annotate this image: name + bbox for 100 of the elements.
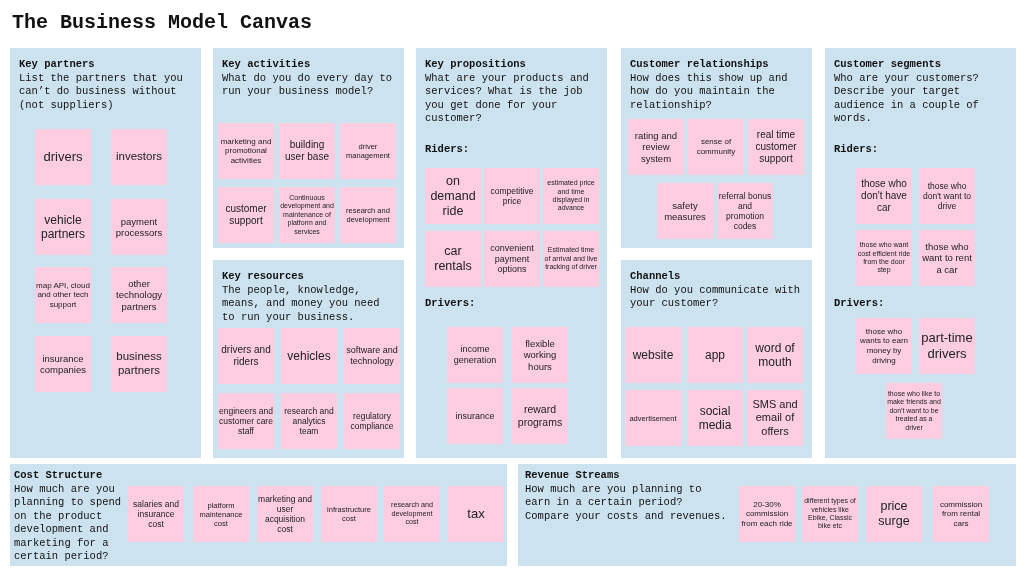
section-heading: Key resources — [222, 270, 304, 284]
sticky-note — [484, 231, 540, 287]
section-prompt: How do you communicate with your customer? — [630, 283, 802, 311]
sticky-note — [933, 486, 989, 542]
sticky-note — [111, 129, 167, 185]
note-text: rating and review system — [633, 129, 679, 165]
note-text: competitive price — [489, 185, 535, 207]
sticky-note — [111, 267, 167, 323]
note-text: price surge — [877, 499, 911, 529]
note-text: commission from rental cars — [938, 499, 984, 529]
note-text: those who don't have car — [860, 178, 908, 214]
section-prompt: What do you do every day to run your business model? — [222, 71, 394, 99]
sticky-note — [747, 327, 803, 383]
sticky-note — [625, 390, 681, 446]
sticky-note — [919, 168, 975, 224]
sticky-note — [687, 327, 743, 383]
sticky-note — [218, 123, 274, 179]
note-text: part-time drivers — [920, 330, 974, 362]
note-text: on demand ride — [429, 173, 477, 219]
note-text: flexible working hours — [522, 337, 558, 373]
sticky-note — [218, 328, 274, 384]
sticky-note — [856, 230, 912, 286]
section-prompt: Who are your customers? Describe your target audience in a couple of words. — [834, 71, 980, 126]
sticky-note — [111, 199, 167, 255]
note-text: map API, cloud and other tech support — [36, 280, 90, 310]
sticky-note — [218, 187, 274, 243]
note-text: customer support — [224, 203, 268, 227]
sticky-note — [340, 187, 396, 243]
sticky-note — [919, 230, 975, 286]
note-text: car rentals — [433, 244, 473, 274]
sticky-note — [447, 388, 503, 444]
sticky-note — [802, 486, 858, 542]
sticky-note — [218, 393, 274, 449]
note-text: business partners — [115, 350, 163, 378]
group-heading: Riders: — [425, 143, 470, 157]
sticky-note — [856, 318, 912, 374]
sticky-note — [35, 129, 91, 185]
note-text: tax — [467, 506, 485, 522]
canvas-section — [825, 48, 1016, 458]
sticky-note — [384, 486, 440, 542]
sticky-note — [111, 336, 167, 392]
group-heading: Riders: — [834, 143, 879, 157]
note-text: website — [632, 347, 674, 363]
note-text: insurance companies — [39, 352, 87, 376]
section-prompt: How much are you planning to earn in a certain period? Compare your costs and revenues. — [525, 482, 728, 523]
sticky-note — [344, 328, 400, 384]
page-title: The Business Model Canvas — [12, 11, 313, 35]
note-text: those who wants to earn money by driving — [859, 326, 909, 366]
section-heading: Key activities — [222, 58, 311, 72]
note-text: 20-30% commission from each ride — [740, 499, 794, 529]
note-text: software and technology — [345, 345, 399, 367]
section-prompt: List the partners that you can’t do business without (not suppliers) — [19, 71, 184, 112]
sticky-note — [543, 231, 599, 287]
note-text: sense of community — [695, 137, 737, 157]
sticky-note — [35, 267, 91, 323]
note-text: regulatory compliance — [349, 410, 395, 432]
sticky-note — [281, 393, 337, 449]
sticky-note — [717, 183, 773, 239]
sticky-note — [340, 123, 396, 179]
sticky-note — [321, 486, 377, 542]
sticky-note — [748, 119, 804, 175]
section-prompt: How does this show up and how do you maintain the relationship? — [630, 71, 789, 112]
canvas-section — [621, 48, 812, 248]
group-heading: Drivers: — [425, 297, 476, 311]
note-text: those who want to rent a car — [921, 240, 973, 276]
canvas-section — [518, 464, 1016, 566]
sticky-note — [856, 168, 912, 224]
section-prompt: How much are you planning to spend on the product development and marketing for a certain period? — [14, 482, 123, 564]
canvas-section — [416, 48, 607, 458]
section-heading: Customer relationships — [630, 58, 769, 72]
sticky-note — [425, 231, 481, 287]
note-text: reward programs — [516, 403, 564, 429]
note-text: marketing and promotional activities — [219, 136, 273, 166]
sticky-note — [35, 336, 91, 392]
sticky-note — [628, 119, 684, 175]
sticky-note — [747, 390, 803, 446]
section-heading: Key partners — [19, 58, 95, 72]
sticky-note — [128, 486, 184, 542]
note-text: convenient payment options — [489, 242, 535, 276]
canvas-section — [621, 260, 812, 458]
note-text: building user base — [284, 139, 330, 163]
sticky-note — [512, 327, 568, 383]
sticky-note — [625, 327, 681, 383]
canvas-section — [10, 464, 507, 566]
note-text: those who don't want to drive — [922, 180, 972, 212]
sticky-note — [512, 388, 568, 444]
sticky-note — [447, 327, 503, 383]
note-text: engineers and customer care staff — [219, 405, 273, 437]
section-heading: Cost Structure — [14, 469, 103, 483]
sticky-note — [35, 199, 91, 255]
note-text: insurance — [455, 410, 495, 422]
note-text: income generation — [452, 344, 498, 366]
sticky-note — [739, 486, 795, 542]
note-text: research and analytics team — [283, 405, 335, 437]
note-text: SMS and email of offers — [751, 398, 799, 438]
section-prompt: The people, knowledge, means, and money you need to run your business. — [222, 283, 381, 324]
sticky-note — [193, 486, 249, 542]
note-text: drivers and riders — [220, 344, 272, 368]
sticky-note — [687, 390, 743, 446]
note-text: safety measures — [663, 199, 707, 223]
